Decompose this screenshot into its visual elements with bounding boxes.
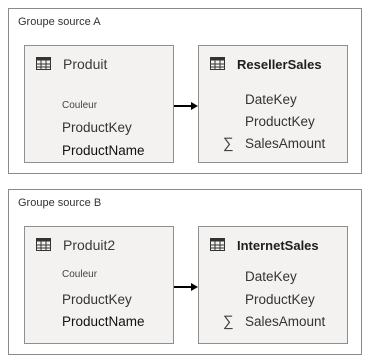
field-salesamount[interactable]: SalesAmount: [245, 314, 326, 329]
source-group-b: Groupe source B Produit2 Couleur Product…: [8, 189, 362, 355]
table-icon: [36, 238, 51, 251]
field-couleur[interactable]: Couleur: [62, 269, 98, 280]
source-group-a: Groupe source A Produit Couleur ProductK…: [8, 8, 362, 174]
sigma-icon: ∑: [223, 135, 234, 152]
table-icon: [210, 57, 225, 70]
table-card-resellersales[interactable]: ResellerSales DateKey ProductKey ∑ Sales…: [198, 45, 348, 163]
table-title: ResellerSales: [237, 57, 322, 72]
relationship-arrow-icon: [174, 283, 198, 291]
sigma-icon: ∑: [223, 313, 234, 330]
field-productkey[interactable]: ProductKey: [245, 114, 315, 129]
table-title: InternetSales: [237, 238, 319, 253]
relationship-arrow-icon: [174, 102, 198, 110]
group-label: Groupe source A: [18, 16, 101, 28]
table-card-produit[interactable]: Produit Couleur ProductKey ProductName: [24, 45, 174, 163]
field-salesamount[interactable]: SalesAmount: [245, 136, 326, 151]
table-card-produit2[interactable]: Produit2 Couleur ProductKey ProductName: [24, 226, 174, 344]
card-header: ResellerSales: [199, 46, 347, 82]
field-productname[interactable]: ProductName: [62, 143, 145, 158]
group-label: Groupe source B: [18, 197, 102, 209]
card-header: Produit: [25, 46, 173, 82]
table-title: Produit2: [63, 237, 116, 253]
field-datekey[interactable]: DateKey: [245, 269, 297, 284]
field-couleur[interactable]: Couleur: [62, 100, 98, 111]
card-header: Produit2: [25, 227, 173, 263]
field-productkey[interactable]: ProductKey: [62, 120, 132, 135]
field-productname[interactable]: ProductName: [62, 314, 145, 329]
table-icon: [36, 57, 51, 70]
table-icon: [210, 238, 225, 251]
table-title: Produit: [63, 56, 108, 72]
field-productkey[interactable]: ProductKey: [245, 292, 315, 307]
field-productkey[interactable]: ProductKey: [62, 292, 132, 307]
table-card-internetsales[interactable]: InternetSales DateKey ProductKey ∑ Sales…: [198, 226, 348, 344]
field-datekey[interactable]: DateKey: [245, 92, 297, 107]
card-header: InternetSales: [199, 227, 347, 263]
